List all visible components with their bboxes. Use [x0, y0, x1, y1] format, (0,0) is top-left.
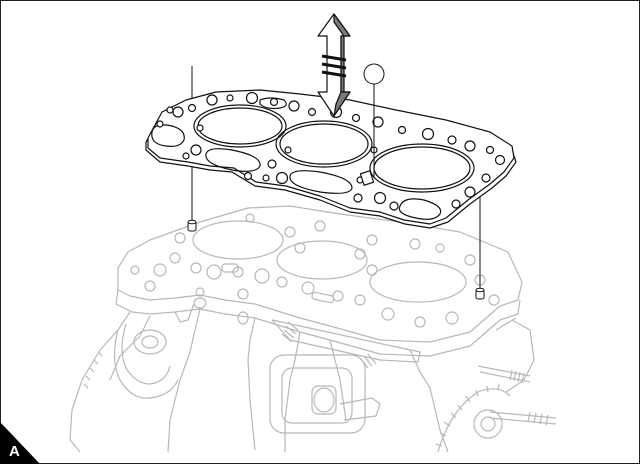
dowel-pin-right: [475, 138, 485, 300]
callout-circle: [363, 63, 385, 85]
engine-block: [69, 205, 557, 453]
corner-label-text: A: [9, 443, 20, 460]
installation-direction-arrow: [317, 13, 351, 117]
callout-marker: [363, 63, 385, 178]
corner-label-badge: A: [0, 422, 40, 464]
